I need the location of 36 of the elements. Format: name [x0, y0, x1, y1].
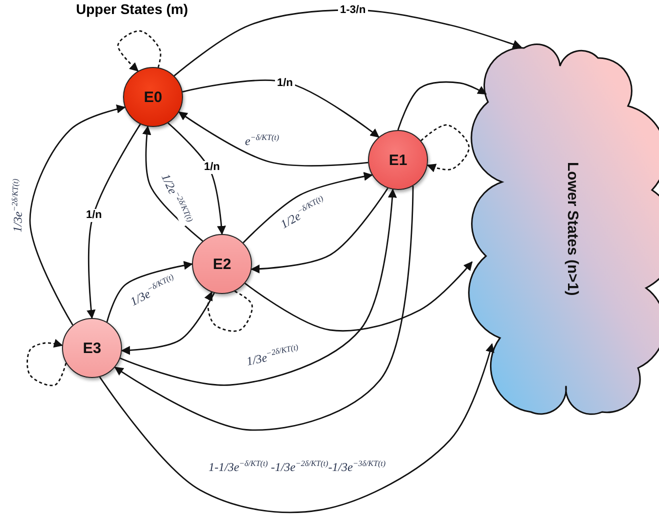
self-loop-arrow	[204, 290, 253, 332]
state-circle	[62, 318, 122, 378]
arrow	[178, 111, 368, 166]
arrow	[29, 104, 126, 326]
state-label: E1	[388, 152, 408, 168]
state-circle	[192, 234, 252, 294]
heading: Upper States (m)	[76, 1, 188, 17]
state-circle	[123, 67, 183, 127]
arrow	[106, 260, 193, 322]
self-loop-arrow	[420, 124, 470, 172]
edge-label: 1-3/n	[338, 4, 368, 16]
arrow	[86, 124, 141, 319]
state-label: Lower States (n>1)	[564, 162, 581, 296]
edge-label: e$^{−δ/KT(t)}$	[243, 132, 282, 148]
arrow	[114, 186, 414, 431]
edge-label: 1/n	[275, 76, 295, 90]
self-loop-arrow	[26, 338, 67, 386]
arrow	[244, 261, 473, 332]
state-circle	[368, 130, 428, 190]
arrow	[397, 81, 487, 130]
arrow	[174, 9, 522, 76]
arrow	[250, 188, 388, 274]
arrow	[120, 292, 215, 355]
state-label: E0	[144, 88, 162, 106]
edge-label: 1-1/3e$^{−δ/KT(t)}$ -1/3e$^{−2δ/KT(t)}$-1/3e$^{−3δ/KT(t)}$	[206, 458, 388, 474]
self-loop-arrow	[117, 30, 162, 72]
arrow	[168, 122, 226, 235]
state-label: E3	[82, 340, 102, 356]
arrow	[182, 80, 380, 138]
edge-label: 1/n	[84, 208, 104, 222]
arrow	[142, 126, 204, 242]
arrow	[242, 172, 373, 244]
arrow	[99, 343, 494, 514]
arrow	[120, 188, 397, 386]
state-label: E2	[212, 256, 232, 272]
edge-label: 1/n	[202, 160, 222, 174]
